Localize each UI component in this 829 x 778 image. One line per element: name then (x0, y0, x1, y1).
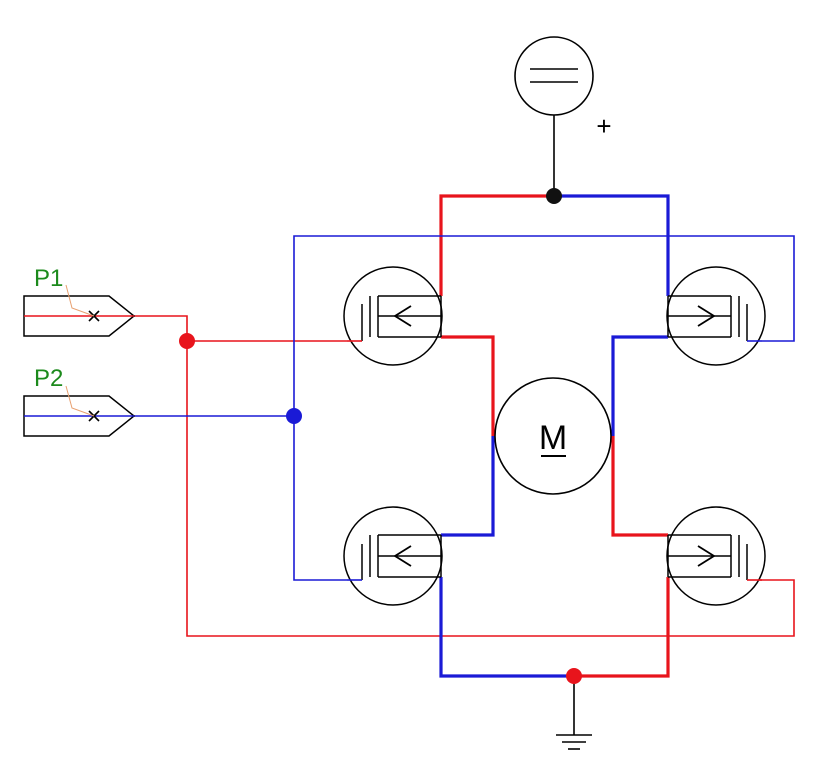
junction-supply (546, 188, 562, 204)
p1-net-wires (24, 194, 795, 678)
arrow-left-icon (393, 305, 412, 327)
dc-source (514, 36, 594, 196)
junction-p2 (286, 408, 302, 424)
arrow-left-icon (393, 545, 412, 567)
mosfet-top-left (343, 266, 443, 366)
mosfet-bottom-left (343, 506, 443, 606)
p2-net-wires (24, 194, 795, 678)
motor-label: M (539, 419, 567, 457)
ground-symbol (556, 676, 592, 750)
arrow-right-icon (697, 305, 716, 327)
port-label-p1: P1 (34, 265, 63, 292)
port-p2[interactable] (23, 385, 136, 437)
port-label-p2: P2 (34, 365, 63, 392)
arrow-right-icon (697, 545, 716, 567)
port-label-leader (65, 284, 95, 317)
mosfet-top-right (666, 266, 766, 366)
supply-polarity-label: + (596, 111, 611, 141)
junction-p1 (179, 333, 195, 349)
port-p1[interactable] (23, 284, 136, 337)
motor (494, 377, 612, 495)
mosfet-bottom-right (666, 506, 766, 606)
port-label-leader (65, 385, 95, 417)
junction-ground (566, 668, 582, 684)
